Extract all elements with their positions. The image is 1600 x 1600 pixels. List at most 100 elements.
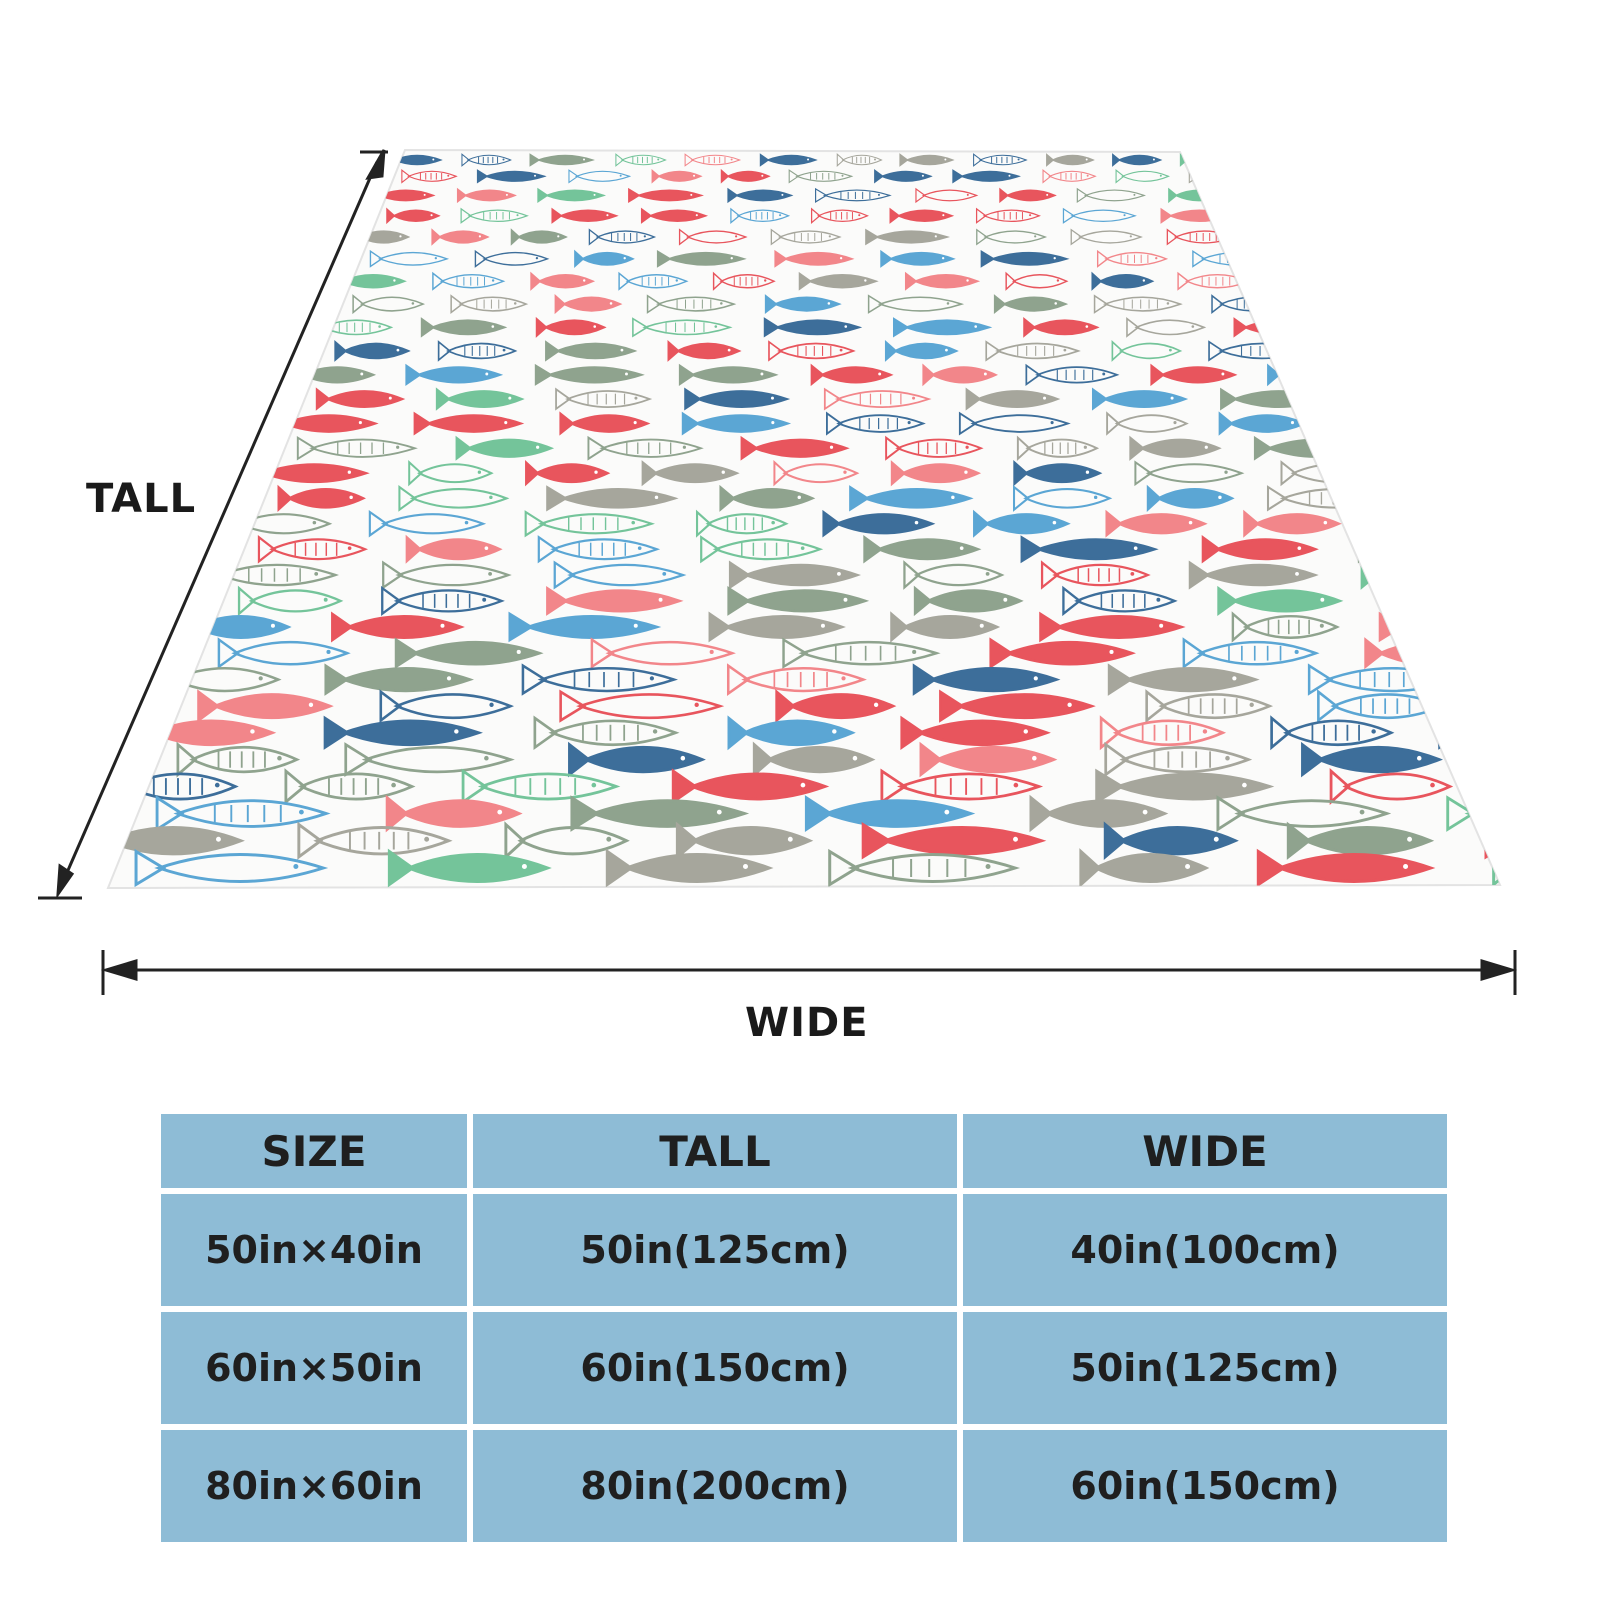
fish-motif <box>1179 153 1229 167</box>
fish-motif <box>474 249 550 268</box>
fish-motif <box>985 340 1081 362</box>
fish-motif <box>1243 509 1342 538</box>
fish-motif <box>551 207 619 224</box>
cell-tall: 80in(200cm) <box>473 1430 957 1542</box>
fish-motif <box>1357 535 1483 564</box>
fish-motif <box>432 271 506 291</box>
fish-motif <box>628 187 704 203</box>
fish-motif <box>1217 585 1344 616</box>
fish-motif <box>568 741 706 778</box>
fish-motif <box>525 459 611 487</box>
fish-motif <box>810 207 869 225</box>
fish-motif <box>615 153 667 167</box>
fish-motif <box>587 435 704 461</box>
fish-motif <box>849 485 974 512</box>
fish-motif <box>671 768 830 805</box>
fish-motif <box>700 535 824 564</box>
fish-motif <box>1062 207 1137 224</box>
fish-motif <box>381 585 505 617</box>
fish-motif <box>546 585 684 616</box>
fish-motif <box>695 509 789 538</box>
fish-motif <box>1484 821 1500 860</box>
fish-motif <box>529 153 595 167</box>
fish-motif <box>1105 509 1208 538</box>
fish-motif <box>1286 821 1435 860</box>
table-row: 50in×40in 50in(125cm) 40in(100cm) <box>161 1194 1447 1306</box>
fish-motif <box>387 848 552 888</box>
fish-motif <box>1091 271 1155 291</box>
fish-motif <box>385 794 523 833</box>
fish-motif <box>461 153 512 167</box>
cell-size: 50in×40in <box>161 1194 467 1306</box>
fish-motif <box>768 340 856 362</box>
fish-motif <box>892 317 993 338</box>
fish-motif <box>712 271 776 291</box>
fish-motif <box>408 459 494 487</box>
fish-motif <box>667 340 742 362</box>
fish-motif <box>1025 363 1120 387</box>
fish-motif <box>884 340 959 362</box>
fish-motif <box>788 169 854 184</box>
fish-motif <box>922 363 999 387</box>
fish-motif <box>1029 794 1169 833</box>
fish-motif <box>1329 767 1454 805</box>
header-size: SIZE <box>161 1114 467 1188</box>
fish-motif <box>1070 228 1143 246</box>
fish-motif <box>651 168 703 184</box>
fish-motif <box>1126 316 1207 338</box>
fish-motif <box>1020 535 1159 564</box>
fish-motif <box>919 741 1058 778</box>
fish-motif <box>1095 768 1275 805</box>
fish-motif <box>684 387 791 411</box>
fish-motif <box>524 510 655 538</box>
fish-motif <box>1378 611 1500 643</box>
fish-motif <box>874 169 933 184</box>
fish-motif <box>632 317 733 338</box>
fish-motif <box>1076 187 1146 204</box>
fish-motif <box>885 435 984 461</box>
fish-motif <box>1046 153 1095 167</box>
fish-motif <box>727 585 870 616</box>
fish-motif <box>903 560 1005 590</box>
fish-motif <box>684 153 742 167</box>
fish-motif <box>521 663 679 696</box>
fish-motif <box>989 637 1136 670</box>
fish-motif <box>764 294 842 315</box>
fish-motif <box>1111 339 1183 362</box>
fish-motif <box>574 249 635 269</box>
fish-motif <box>1104 741 1253 778</box>
cell-wide: 40in(100cm) <box>963 1194 1447 1306</box>
fish-motif <box>1146 484 1235 513</box>
fish-motif <box>431 228 490 246</box>
fish-motif <box>534 363 645 386</box>
fish-motif <box>681 411 792 436</box>
fish-motif <box>973 153 1028 167</box>
fish-motif <box>460 207 529 224</box>
fish-motif <box>1042 168 1097 184</box>
fish-motif <box>727 715 856 751</box>
fish-motif <box>1039 611 1186 643</box>
fish-motif <box>1201 535 1319 564</box>
fish-motif <box>568 169 632 184</box>
fish-motif <box>1079 848 1210 888</box>
fish-motif <box>1134 460 1245 487</box>
fish-motif <box>545 340 638 362</box>
fish-motif <box>450 294 529 314</box>
table-row: 80in×60in 80in(200cm) 60in(150cm) <box>161 1430 1447 1542</box>
wide-dimension-label: WIDE <box>745 1000 869 1046</box>
fish-motif <box>605 848 774 888</box>
fish-motif <box>559 689 725 723</box>
fish-motif <box>782 637 941 669</box>
fish-motif <box>504 821 630 861</box>
fish-motif <box>822 509 936 538</box>
fish-motif <box>590 637 736 670</box>
fish-motif <box>678 228 748 246</box>
fish-motif <box>555 387 653 411</box>
fish-motif <box>1093 294 1183 314</box>
fish-motif <box>1091 387 1189 411</box>
fish-motif <box>1012 484 1113 512</box>
fish-motif <box>952 169 1021 184</box>
fish-motif <box>401 169 458 184</box>
fish-motif <box>476 169 547 184</box>
